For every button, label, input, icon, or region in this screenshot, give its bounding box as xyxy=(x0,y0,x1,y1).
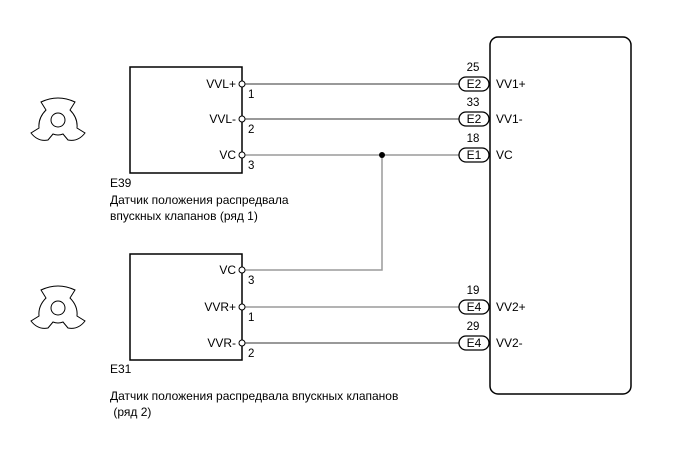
pin-number-label: 3 xyxy=(248,160,254,172)
ecm-signal-label: VV1+ xyxy=(496,77,526,91)
connector-pill-icon xyxy=(458,147,490,163)
ecm-terminal-number: 18 xyxy=(467,133,480,145)
sensor-id-label: E31 xyxy=(110,362,132,376)
connector-pill-icon xyxy=(458,299,490,315)
ecm-connector-code: E2 xyxy=(467,112,482,126)
camshaft-rotor-icon-bank1 xyxy=(30,97,86,141)
ecm-connector-code: E2 xyxy=(467,77,482,91)
pin-terminal-icon xyxy=(238,115,246,123)
ecm-terminal-vv1-plus: 25 E2 VV1+ xyxy=(458,62,526,92)
sensor-description-line: Датчик положения распредвала xyxy=(110,193,289,207)
ecm-terminal-vv1-minus: 33 E2 VV1- xyxy=(458,97,523,127)
ecm-terminal-number: 25 xyxy=(467,62,480,74)
sensor-pin-circles xyxy=(238,80,246,347)
pin-terminal-icon xyxy=(238,266,246,274)
ecm-terminal-vc: 18 E1 VC xyxy=(458,133,513,163)
connector-pill-icon xyxy=(458,76,490,92)
wires xyxy=(245,83,459,344)
camshaft-rotor-icon-bank2 xyxy=(30,285,86,329)
ecm-signal-label: VV2+ xyxy=(496,300,526,314)
ecm-terminal-number: 29 xyxy=(467,321,480,333)
pin-terminal-icon xyxy=(238,339,246,347)
ecm-terminal-number: 33 xyxy=(467,97,480,109)
connector-pill-icon xyxy=(458,335,490,351)
ecm-connector-code: E4 xyxy=(467,336,482,350)
pin-number-label: 2 xyxy=(248,124,254,136)
wire-vc-bank2 xyxy=(245,155,383,271)
ecm-signal-label: VV2- xyxy=(496,336,523,350)
sensor-description-line: Датчик положения распредвала впускных кл… xyxy=(110,389,398,403)
sensor-e31-body xyxy=(129,253,243,361)
splice-point-icon xyxy=(379,152,385,158)
pin-signal-label: VVL+ xyxy=(206,77,236,91)
pin-number-label: 2 xyxy=(248,348,254,360)
pin-number-label: 3 xyxy=(248,275,254,287)
sensor-e39 xyxy=(129,66,243,174)
pin-signal-label: VC xyxy=(219,263,236,277)
connector-pill-icon xyxy=(458,111,490,127)
pin-number-label: 1 xyxy=(248,312,254,324)
sensor-e31 xyxy=(129,253,243,361)
ecm-connector-code: E4 xyxy=(467,300,482,314)
ecm-terminal-number: 19 xyxy=(467,285,480,297)
pin-signal-label: VVR+ xyxy=(204,300,236,314)
pin-terminal-icon xyxy=(238,80,246,88)
sensor-e39-body xyxy=(129,66,243,174)
ecm-connector-code: E1 xyxy=(467,148,482,162)
ecm-terminal-vv2-minus: 29 E4 VV2- xyxy=(458,321,523,351)
pin-signal-label: VVL- xyxy=(209,112,236,126)
ecm-signal-label: VC xyxy=(496,148,513,162)
sensor-description-line: (ряд 2) xyxy=(110,405,151,419)
pin-number-label: 1 xyxy=(248,89,254,101)
ecm-signal-label: VV1- xyxy=(496,112,523,126)
pin-terminal-icon xyxy=(238,151,246,159)
ecm-terminal-vv2-plus: 19 E4 VV2+ xyxy=(458,285,526,315)
ecm-body xyxy=(489,36,632,395)
sensor-description-line: впускных клапанов (ряд 1) xyxy=(110,209,258,223)
pin-signal-label: VC xyxy=(219,148,236,162)
pin-terminal-icon xyxy=(238,303,246,311)
sensor-id-label: E39 xyxy=(110,176,132,190)
pin-signal-label: VVR- xyxy=(207,336,236,350)
